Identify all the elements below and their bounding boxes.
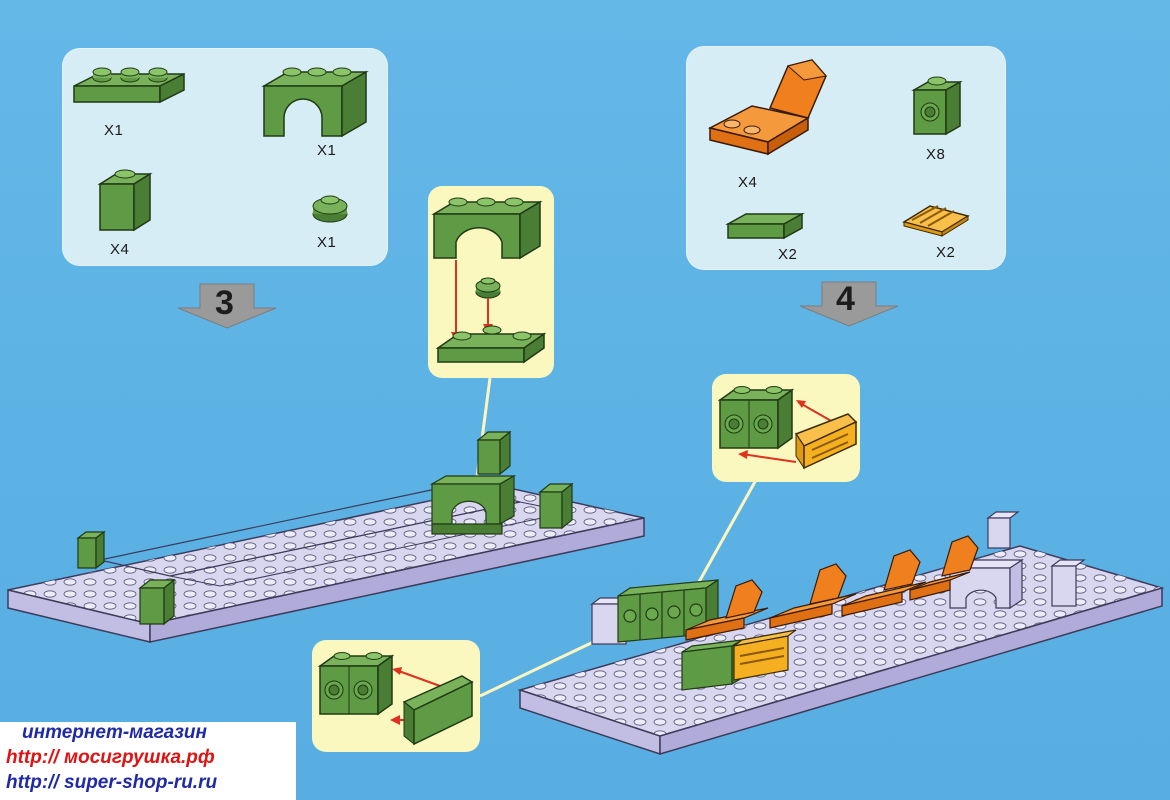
watermark-link-1[interactable]: http:// мосигрушка.рф xyxy=(6,747,215,768)
green-side-stud-brick-icon xyxy=(911,76,963,136)
qty-label: X4 xyxy=(738,174,758,191)
qty-label: X1 xyxy=(317,142,337,159)
watermark-link-2[interactable]: http:// super-shop-ru.ru xyxy=(6,772,218,793)
qty-label: X2 xyxy=(778,246,798,263)
qty-label: X8 xyxy=(926,146,946,163)
qty-label: X2 xyxy=(936,244,956,261)
arch-on-plate-subassembly xyxy=(431,197,547,364)
step4-baseplate-assembly xyxy=(517,511,1165,756)
store-watermark: интернет-магазин http:// мосигрушка.рф h… xyxy=(0,722,296,800)
step-number: 4 xyxy=(836,280,855,318)
green-tile-icon xyxy=(725,212,805,240)
step4-arrow-icon xyxy=(799,281,899,327)
qty-label: X1 xyxy=(104,122,124,139)
qty-label: X1 xyxy=(317,234,337,251)
green-plate-1x3-icon xyxy=(73,67,185,104)
orange-seat-icon xyxy=(707,59,827,156)
step3-parts-panel: X1 X1 X4 X1 xyxy=(62,48,388,266)
green-cube-icon xyxy=(97,169,153,232)
watermark-line-1: интернет-магазин xyxy=(22,722,208,743)
step3-baseplate-assembly xyxy=(7,430,645,643)
qty-label: X4 xyxy=(110,241,130,258)
green-round-plate-icon xyxy=(312,195,348,223)
step-number: 3 xyxy=(215,284,234,322)
grille-on-brick-subassembly xyxy=(717,386,858,470)
green-arch-brick-icon xyxy=(261,67,369,138)
step3-arrow-icon xyxy=(177,283,277,329)
yellow-grille-tile-icon xyxy=(902,205,970,237)
step4-parts-panel: X4 X8 X2 X2 xyxy=(686,46,1006,270)
tile-on-brick-subassembly xyxy=(317,652,474,746)
